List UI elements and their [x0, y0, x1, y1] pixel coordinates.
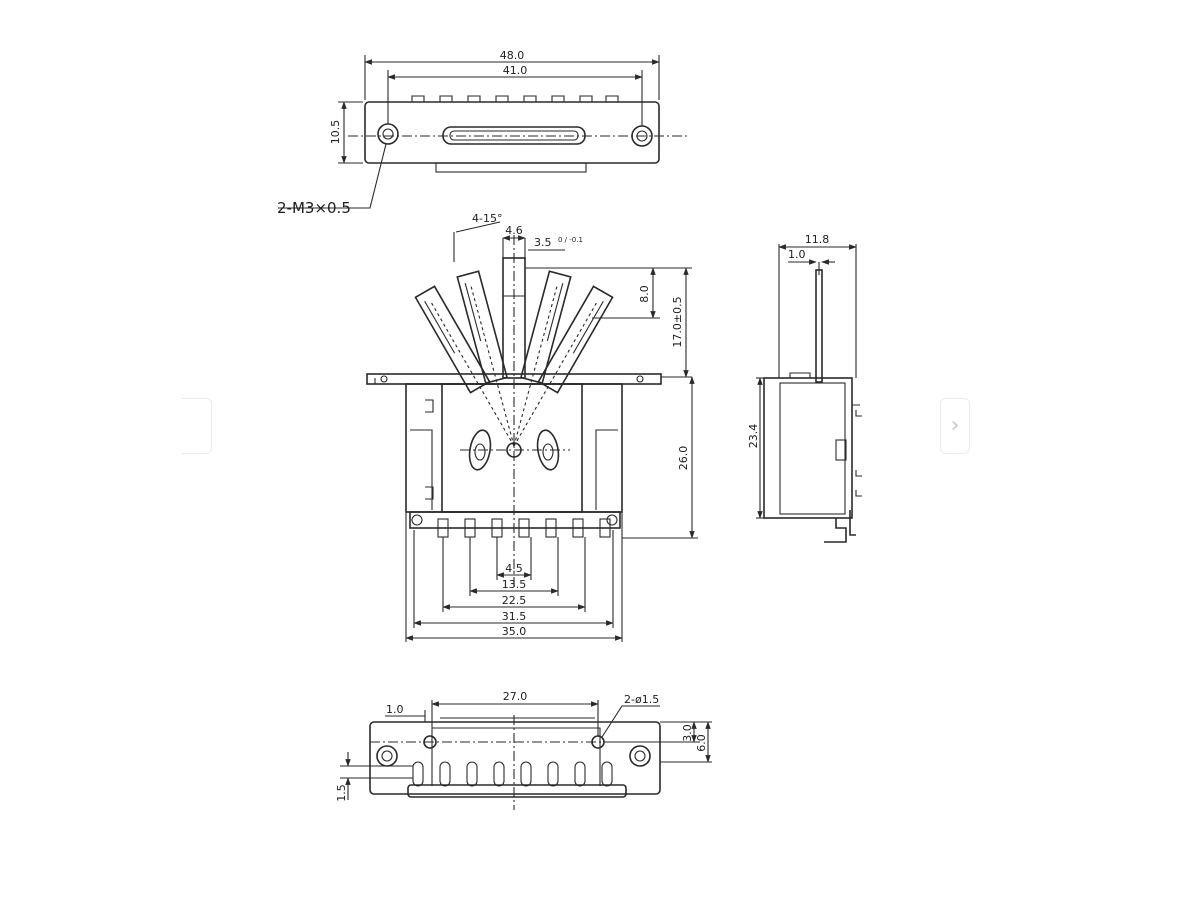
bottom-view: 27.0 1.0 2-ø1.5 3.0 6.0 1.5 [335, 690, 712, 810]
screw-callout: 2-M3×0.5 [277, 199, 351, 217]
dim-lever-height: 17.0±0.5 [671, 296, 684, 347]
bottom-hole-left [376, 745, 398, 767]
dim-hole-spacing: 41.0 [503, 64, 528, 77]
dim-pitch-4: 31.5 [502, 610, 527, 623]
next-image-button[interactable]: › [940, 398, 970, 454]
dim-bottom-c: 1.5 [335, 784, 348, 802]
dim-bottom-a: 3.0 [681, 724, 694, 742]
previous-image-button[interactable] [182, 398, 212, 454]
dim-pitch-3: 22.5 [502, 594, 527, 607]
dim-overall-width: 48.0 [500, 49, 525, 62]
dim-side-depth: 11.8 [805, 233, 830, 246]
top-view: 48.0 41.0 10.5 2-M3×0.5 [277, 49, 688, 217]
dim-lever-travel: 8.0 [638, 285, 651, 303]
dim-lever-tip: 3.5 [534, 236, 552, 249]
dim-lever-tip-tolerance: 0 / -0.1 [558, 236, 583, 244]
chevron-right-icon: › [950, 413, 960, 438]
dim-body-width: 35.0 [502, 625, 527, 638]
dim-body-height: 26.0 [677, 446, 690, 471]
bottom-hole-right [629, 745, 651, 767]
side-lever [815, 269, 823, 383]
dim-lever-width: 4.6 [505, 224, 523, 237]
dim-side-lever-thickness: 1.0 [788, 248, 806, 261]
mount-hole-left [377, 123, 399, 145]
pivot [506, 442, 522, 458]
dim-bottom-b: 6.0 [695, 734, 708, 752]
holes-callout: 2-ø1.5 [624, 693, 659, 706]
dim-pitch-2: 13.5 [502, 578, 527, 591]
side-view: 11.8 1.0 23.4 [747, 233, 862, 543]
dim-pin-span: 27.0 [503, 690, 528, 703]
dim-side-height: 23.4 [747, 424, 760, 449]
dim-top-height: 10.5 [329, 120, 342, 145]
dim-pitch-1: 4.5 [505, 562, 523, 575]
dim-angle: 4-15° [472, 212, 502, 225]
terminal-bar [409, 511, 621, 529]
dim-bottom-offset: 1.0 [386, 703, 404, 716]
lever-positions [414, 235, 614, 590]
front-view: 4-15° 4.6 3.5 0 / -0.1 8.0 17.0±0.5 26.0… [366, 212, 698, 642]
